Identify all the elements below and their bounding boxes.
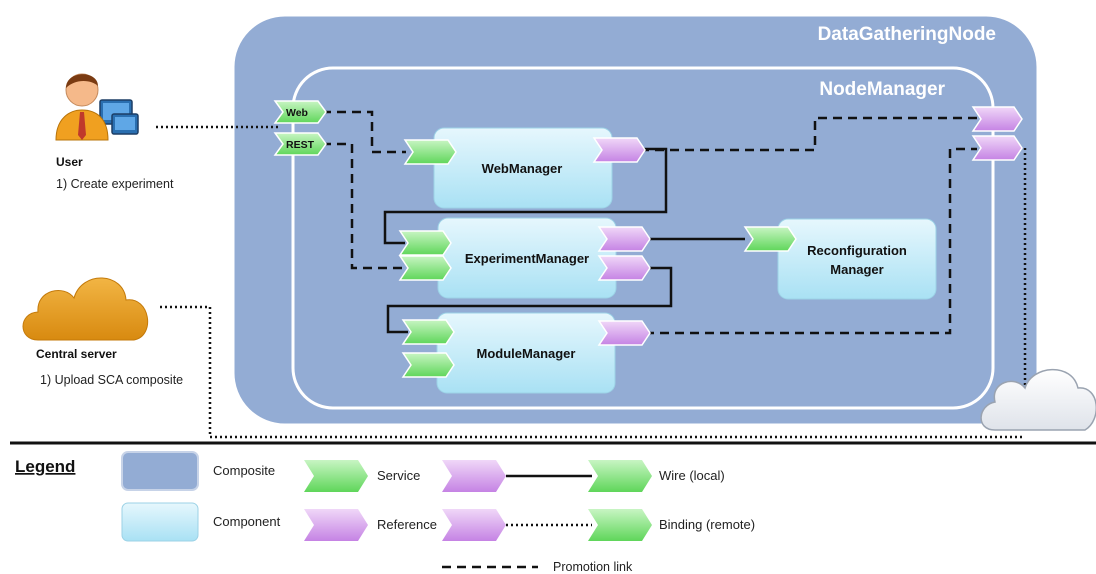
reconfigurationmanager-box: [777, 218, 937, 300]
legend-composite-swatch: [121, 451, 199, 491]
component-reconfigurationmanager[interactable]: Reconfiguration Manager: [777, 218, 937, 300]
user-title: User: [56, 155, 83, 169]
legend-component-label: Component: [213, 514, 281, 529]
central-server-action: 1) Upload SCA composite: [40, 373, 183, 387]
legend-reference-swatch: [304, 509, 368, 541]
nodemanager-title: NodeManager: [819, 79, 945, 100]
reference-experimentmanager-1[interactable]: [597, 226, 651, 252]
legend-wire-label: Wire (local): [659, 468, 725, 483]
promotion-links: [322, 110, 977, 335]
service-modulemanager-2[interactable]: [401, 352, 455, 378]
reference-webmanager[interactable]: [592, 137, 646, 163]
service-experimentmanager-2[interactable]: [398, 255, 452, 281]
reference-nodemanager-2[interactable]: [971, 135, 1023, 161]
legend-title: Legend: [15, 457, 75, 476]
reference-modulemanager[interactable]: [597, 320, 651, 346]
service-web-label: Web: [286, 107, 308, 119]
legend-component-swatch: [121, 502, 199, 542]
user-icon: [55, 73, 139, 141]
central-server-cloud-icon: [22, 277, 149, 341]
service-reconfigurationmanager[interactable]: [743, 226, 797, 252]
legend-promotion-label: Promotion link: [553, 560, 633, 574]
legend-service-swatch: [304, 460, 368, 492]
legend-reference-label: Reference: [377, 517, 437, 532]
service-webmanager[interactable]: [403, 139, 457, 165]
service-experimentmanager-1[interactable]: [398, 230, 452, 256]
promo-module-ref: [645, 147, 977, 335]
promo-web-service: [322, 110, 406, 154]
modulemanager-label: ModuleManager: [477, 346, 576, 361]
binding-central-server: [160, 305, 1025, 439]
webmanager-label: WebManager: [482, 161, 563, 176]
service-modulemanager-1[interactable]: [401, 319, 455, 345]
services: [273, 100, 797, 378]
legend-binding-service: [588, 509, 652, 541]
legend-binding-label: Binding (remote): [659, 517, 755, 532]
legend-wire-service: [588, 460, 652, 492]
component-experimentmanager[interactable]: ExperimentManager: [437, 217, 617, 299]
service-rest-label: REST: [286, 139, 315, 151]
legend-wire-reference: [442, 460, 506, 492]
service-web[interactable]: [273, 100, 327, 124]
reconfigurationmanager-label-line1: Reconfiguration: [807, 243, 907, 258]
webmanager-box: [433, 127, 613, 209]
reconfigurationmanager-label-line2: Manager: [830, 262, 883, 277]
legend-service-label: Service: [377, 468, 420, 483]
reference-nodemanager-1[interactable]: [971, 106, 1023, 132]
legend-composite-label: Composite: [213, 463, 275, 478]
promo-rest-service: [322, 142, 405, 270]
central-server-title: Central server: [36, 347, 117, 361]
component-modulemanager[interactable]: ModuleManager: [436, 312, 616, 394]
promo-webmanager-ref: [640, 116, 977, 152]
wire-experiment-to-module: [386, 266, 673, 334]
reference-experimentmanager-2[interactable]: [597, 255, 651, 281]
remote-cloud-icon: [980, 368, 1096, 431]
legend-binding-reference: [442, 509, 506, 541]
service-rest[interactable]: [273, 132, 327, 156]
component-webmanager[interactable]: WebManager: [433, 127, 613, 209]
datagatheringnode-title: DataGatheringNode: [818, 24, 996, 45]
references: [592, 106, 1023, 346]
experimentmanager-label: ExperimentManager: [465, 251, 589, 266]
user-action: 1) Create experiment: [56, 177, 174, 191]
